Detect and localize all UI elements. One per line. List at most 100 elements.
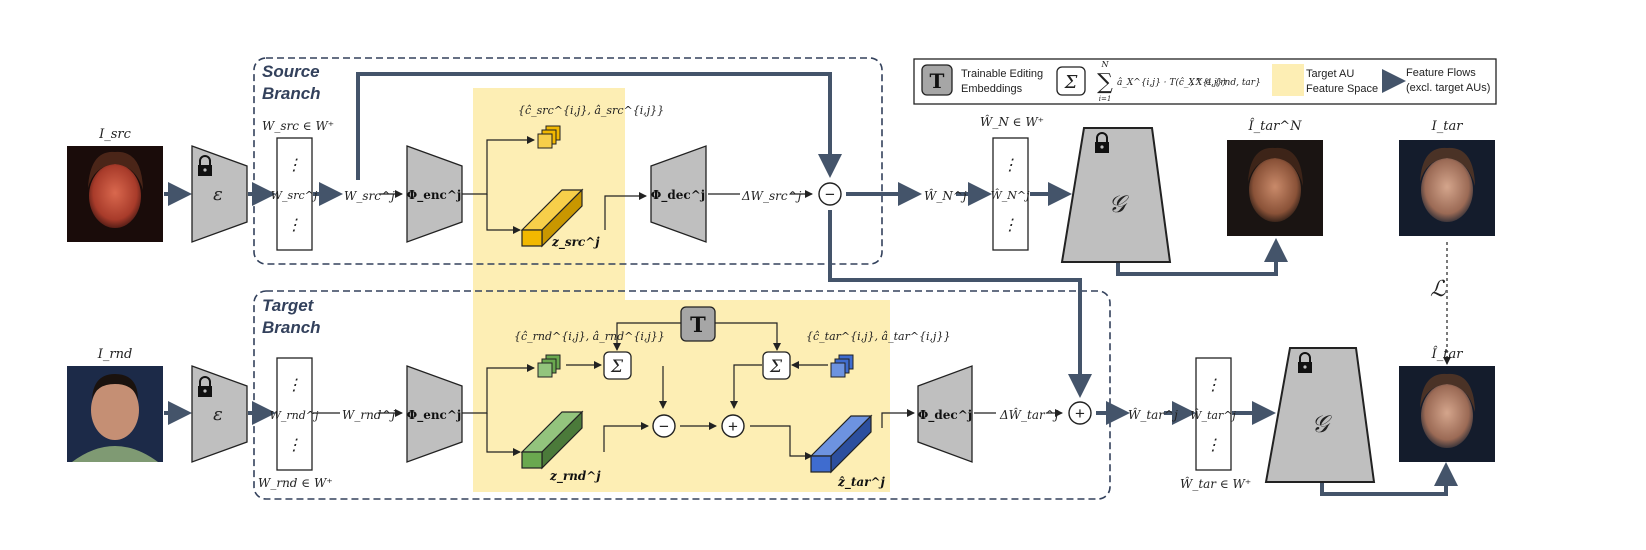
lock-icon — [1298, 352, 1312, 373]
legend-trainable-line1: Trainable Editing — [961, 68, 1043, 80]
label-c-src-set: {ĉ_src^{i,j}, â_src^{i,j}} — [518, 104, 664, 117]
svg-text:𝒢: 𝒢 — [1311, 410, 1332, 438]
svg-text:⋮: ⋮ — [286, 155, 302, 174]
vector-w-rnd: ⋮ ⋮ W_rnd^j — [270, 357, 319, 471]
label-i-tar-hat: Î_tar — [1431, 346, 1464, 362]
target-au-swatch — [1272, 64, 1304, 96]
svg-text:Σ: Σ — [1064, 72, 1078, 93]
face-photo-tar-n — [1227, 140, 1323, 236]
label-w-src-space: W_src ∈ W⁺ — [262, 119, 334, 133]
plus-operator-tar: + — [721, 414, 745, 438]
svg-text:Φ_dec^j: Φ_dec^j — [918, 408, 972, 423]
label-z-tar: ẑ_tar^j — [837, 475, 886, 490]
label-i-src: I_src — [98, 127, 132, 142]
label-w-rnd-j: W_rnd^j — [342, 408, 396, 422]
legend-trainable-line2: Embeddings — [961, 83, 1023, 95]
flow-g1-itarn — [1116, 238, 1288, 276]
lock-icon — [198, 376, 212, 397]
legend-sum-upper: N — [1101, 60, 1110, 69]
z-tar-prism — [809, 414, 873, 474]
svg-text:W_src^j: W_src^j — [271, 189, 318, 202]
label-delta-w-tar: ΔŴ_tar^j — [999, 407, 1059, 422]
label-loss: ℒ — [1430, 277, 1447, 302]
svg-text:𝒢: 𝒢 — [1108, 190, 1129, 218]
svg-text:−: − — [825, 185, 835, 204]
label-w-n-j: Ŵ_N^j — [924, 188, 967, 203]
minus-operator-src: − — [818, 182, 842, 206]
legend-sum-lower: i=1 — [1099, 95, 1112, 103]
stack-rnd — [537, 354, 561, 378]
label-delta-w-src: ΔW_src^j — [741, 189, 802, 203]
phi-decoder-src: Φ_dec^j — [650, 145, 707, 243]
svg-text:Φ_dec^j: Φ_dec^j — [651, 188, 705, 203]
svg-text:−: − — [659, 417, 669, 436]
generator-2: 𝒢 — [1264, 347, 1376, 483]
svg-text:ε: ε — [213, 404, 223, 425]
z-src-prism — [520, 188, 584, 248]
target-branch-label: Target — [262, 296, 315, 315]
trainable-embedding-box: T — [680, 306, 716, 342]
label-i-rnd: I_rnd — [97, 347, 133, 362]
legend-sum-body: â_X^{i,j} · T(ĉ_X^{i,j}) — [1117, 77, 1226, 88]
svg-text:W_rnd^j: W_rnd^j — [270, 409, 319, 422]
label-w-tar-j: Ŵ_tar^j — [1128, 407, 1178, 422]
label-c-tar-set: {ĉ_tar^{i,j}, â_tar^{i,j}} — [806, 330, 950, 343]
svg-text:Σ: Σ — [769, 357, 783, 377]
label-w-tar-space: Ŵ_tar ∈ W⁺ — [1180, 476, 1251, 491]
label-w-rnd-space: W_rnd ∈ W⁺ — [258, 476, 333, 490]
svg-text:⋮: ⋮ — [286, 215, 302, 234]
face-photo-rnd — [67, 366, 163, 462]
svg-text:Ŵ_N^j: Ŵ_N^j — [990, 188, 1030, 202]
z-rnd-prism — [520, 410, 584, 470]
face-photo-tar-hat — [1399, 366, 1495, 462]
face-photo-tar — [1399, 140, 1495, 236]
minus-operator-tar: − — [652, 414, 676, 438]
svg-text:Φ_enc^j: Φ_enc^j — [407, 188, 462, 203]
flow-skip-to-minus — [356, 72, 842, 180]
trainable-embedding-icon — [921, 64, 953, 96]
sum-box-tar: Σ — [762, 351, 791, 380]
source-branch-label-2: Branch — [262, 84, 321, 103]
svg-text:⋮: ⋮ — [1205, 375, 1221, 394]
phi-encoder-rnd: Φ_enc^j — [406, 365, 463, 463]
generator-1: 𝒢 — [1060, 127, 1172, 263]
svg-text:⋮: ⋮ — [1002, 155, 1018, 174]
legend-feature-flows-line1: Feature Flows — [1406, 67, 1476, 79]
svg-text:+: + — [728, 417, 738, 436]
label-w-n-space: Ŵ_N ∈ W⁺ — [980, 114, 1044, 129]
label-w-src-j: W_src^j — [344, 189, 395, 203]
lock-icon — [1095, 132, 1109, 153]
target-au-feature-space — [473, 88, 890, 492]
target-branch-box — [253, 290, 1111, 500]
stack-src — [537, 125, 561, 149]
svg-text:Σ: Σ — [610, 357, 624, 377]
svg-text:⋮: ⋮ — [1002, 215, 1018, 234]
stack-tar — [830, 354, 854, 378]
label-z-rnd: z_rnd^j — [549, 469, 601, 484]
source-branch-label: Source — [262, 62, 320, 81]
legend-sum-sigma: ∑ — [1097, 70, 1113, 95]
svg-text:T: T — [930, 69, 945, 93]
target-branch-label-2: Branch — [262, 318, 321, 337]
source-branch-box — [253, 57, 883, 265]
svg-text:T: T — [690, 312, 706, 337]
sum-box-rnd: Σ — [603, 351, 632, 380]
vector-w-tar: ⋮ ⋮ Ŵ_tar^j — [1190, 357, 1236, 471]
label-i-tar-n: Î_tar^N — [1247, 118, 1302, 134]
svg-text:Ŵ_tar^j: Ŵ_tar^j — [1190, 408, 1236, 422]
legend-sum-domain: , X ∈ {rnd, tar} — [1190, 78, 1261, 88]
flow-minus-to-plus — [828, 210, 1092, 398]
svg-text:+: + — [1075, 404, 1085, 423]
svg-text:⋮: ⋮ — [1205, 435, 1221, 454]
plus-operator-final: + — [1068, 401, 1092, 425]
svg-text:Φ_enc^j: Φ_enc^j — [407, 408, 462, 423]
phi-decoder-tar: Φ_dec^j — [917, 365, 973, 463]
flow-g2-itarhat — [1320, 462, 1458, 496]
svg-text:ε: ε — [213, 184, 223, 205]
legend-feature-flows-line2: (excl. target AUs) — [1406, 82, 1490, 94]
lock-icon — [198, 155, 212, 176]
svg-text:⋮: ⋮ — [286, 375, 302, 394]
face-photo-src — [67, 146, 163, 242]
legend: T Trainable Editing Embeddings Σ N ∑ i=1… — [913, 58, 1497, 105]
